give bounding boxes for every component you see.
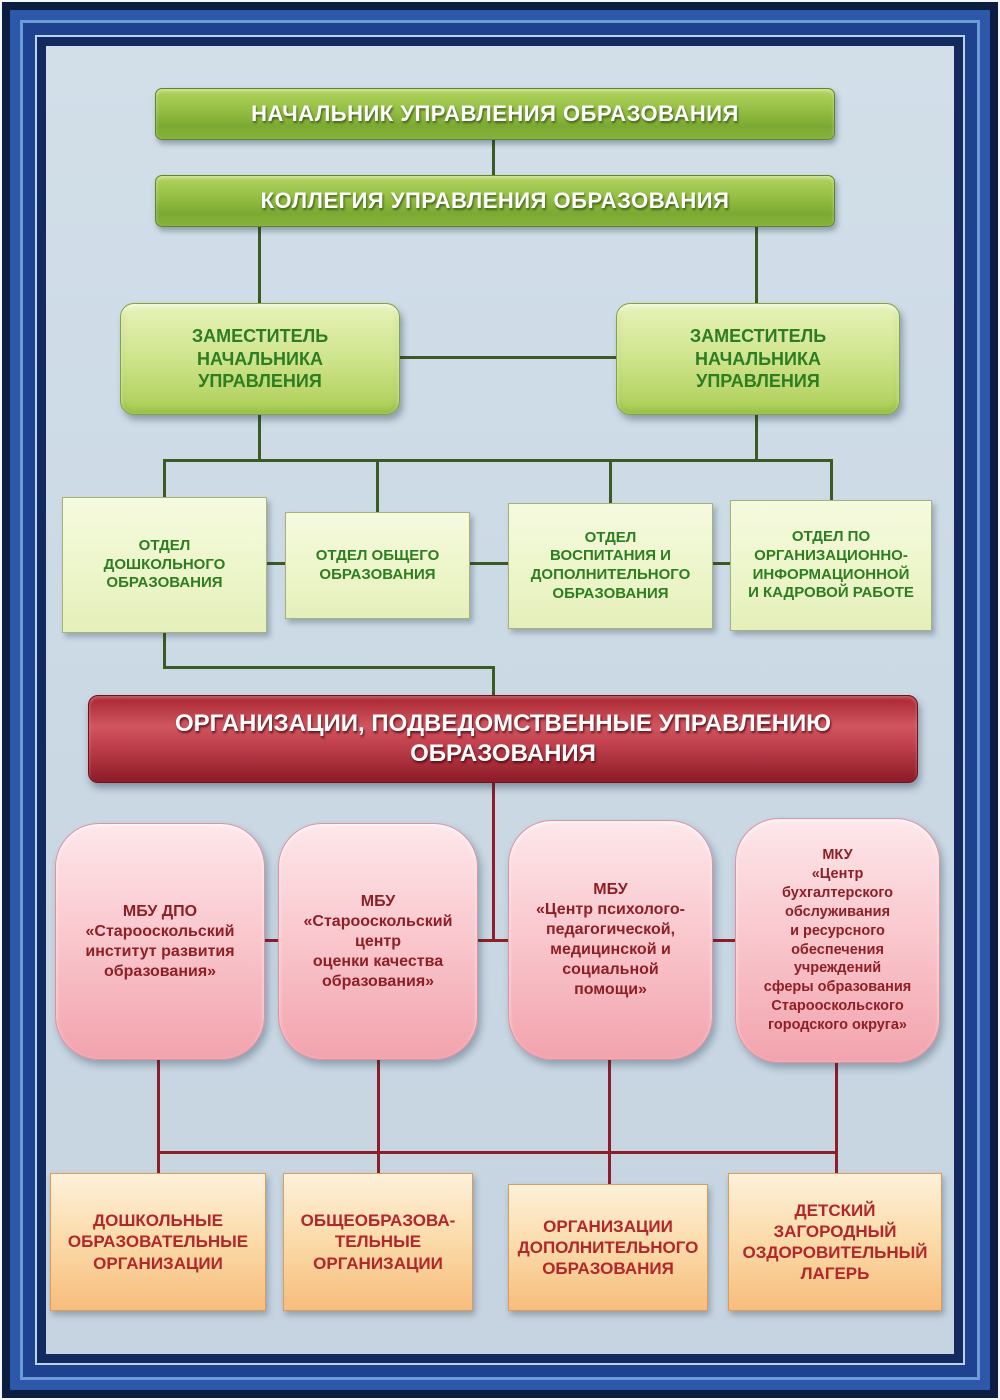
connector-line xyxy=(492,666,495,697)
node-collegium: КОЛЛЕГИЯ УПРАВЛЕНИЯ ОБРАЗОВАНИЯ xyxy=(155,175,835,227)
connector-line xyxy=(157,1151,837,1154)
connector-line xyxy=(258,227,261,304)
connector-line xyxy=(163,459,166,499)
connector-line xyxy=(263,939,280,942)
connector-line xyxy=(376,459,379,514)
connector-line xyxy=(755,415,758,462)
connector-line xyxy=(830,459,833,502)
node-dept-general: ОТДЕЛ ОБЩЕГО ОБРАЗОВАНИЯ xyxy=(285,512,470,619)
node-org-accounting-center: МКУ «Центр бухгалтерского обслуживания и… xyxy=(735,818,940,1063)
node-org-institute-of-development: МБУ ДПО «Старооскольский институт развит… xyxy=(55,823,265,1060)
node-group-preschool-orgs: ДОШКОЛЬНЫЕ ОБРАЗОВАТЕЛЬНЫЕ ОРГАНИЗАЦИИ xyxy=(50,1173,266,1311)
node-org-quality-assessment-center: МБУ «Старооскольский центр оценки качест… xyxy=(278,823,478,1060)
node-dept-preschool: ОТДЕЛ ДОШКОЛЬНОГО ОБРАЗОВАНИЯ xyxy=(62,497,267,633)
node-group-general-orgs: ОБЩЕОБРАЗОВА- ТЕЛЬНЫЕ ОРГАНИЗАЦИИ xyxy=(283,1173,473,1311)
node-deputy-left: ЗАМЕСТИТЕЛЬ НАЧАЛЬНИКА УПРАВЛЕНИЯ xyxy=(120,303,400,415)
connector-line xyxy=(157,1058,160,1175)
connector-line xyxy=(711,939,737,942)
node-deputy-right: ЗАМЕСТИТЕЛЬ НАЧАЛЬНИКА УПРАВЛЕНИЯ xyxy=(616,303,900,415)
connector-line xyxy=(492,781,495,941)
connector-line xyxy=(258,415,261,462)
connector-line xyxy=(400,356,616,359)
connector-line xyxy=(267,562,285,565)
node-dept-upbringing: ОТДЕЛ ВОСПИТАНИЯ И ДОПОЛНИТЕЛЬНОГО ОБРАЗ… xyxy=(508,503,713,629)
connector-line xyxy=(163,666,495,669)
connector-line xyxy=(608,1058,611,1186)
node-head-of-education-department: НАЧАЛЬНИК УПРАВЛЕНИЯ ОБРАЗОВАНИЯ xyxy=(155,88,835,140)
node-group-children-camp: ДЕТСКИЙ ЗАГОРОДНЫЙ ОЗДОРОВИТЕЛЬНЫЙ ЛАГЕР… xyxy=(728,1173,942,1311)
connector-line xyxy=(755,227,758,304)
node-dept-org-hr: ОТДЕЛ ПО ОРГАНИЗАЦИОННО- ИНФОРМАЦИОННОЙ … xyxy=(730,500,932,631)
connector-line xyxy=(377,1058,380,1175)
node-org-psychological-center: МБУ «Центр психолого- педагогической, ме… xyxy=(508,820,713,1060)
connector-line xyxy=(713,562,730,565)
connector-line xyxy=(609,459,612,505)
connector-line xyxy=(163,631,166,669)
connector-line xyxy=(163,459,832,462)
connector-line xyxy=(835,1061,838,1175)
node-group-supplementary-orgs: ОРГАНИЗАЦИИ ДОПОЛНИТЕЛЬНОГО ОБРАЗОВАНИЯ xyxy=(508,1184,708,1311)
banner-subordinate-organizations: ОРГАНИЗАЦИИ, ПОДВЕДОМСТВЕННЫЕ УПРАВЛЕНИЮ… xyxy=(88,695,918,783)
connector-line xyxy=(470,562,508,565)
connector-line xyxy=(492,140,495,176)
connector-line xyxy=(476,939,510,942)
